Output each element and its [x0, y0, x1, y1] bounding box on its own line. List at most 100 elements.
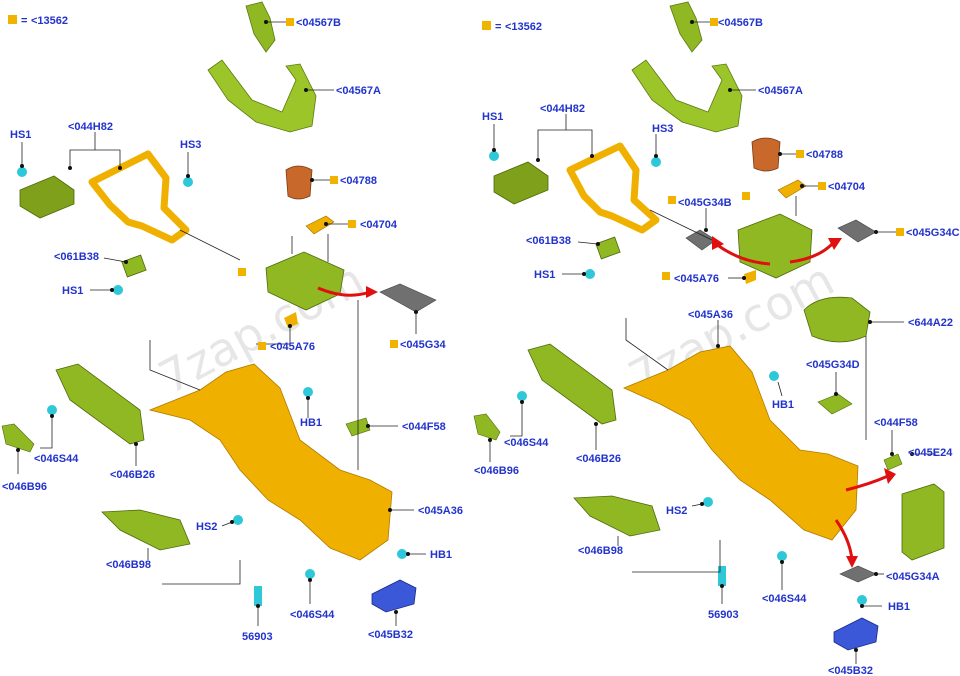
module-061b38-part[interactable] — [595, 236, 621, 260]
label-061b38: <061B38 — [54, 251, 99, 263]
label-046b96: <046B96 — [474, 465, 519, 477]
label-061b38: <061B38 — [526, 235, 571, 247]
red-arrowhead-right-icon — [828, 238, 842, 250]
bracket-04704-part[interactable] — [777, 179, 807, 199]
clip-hs3-icon[interactable] — [651, 157, 661, 167]
bracket-04704-part[interactable] — [305, 215, 335, 235]
clip-hs2-icon[interactable] — [703, 497, 713, 507]
bezel-044h82-part[interactable] — [566, 142, 660, 234]
label-56903: 56903 — [708, 609, 739, 621]
clip-046s44-bottom-icon[interactable] — [305, 569, 315, 579]
trim-04567b-part[interactable] — [669, 1, 703, 53]
bezel-044h82-part[interactable] — [88, 150, 190, 244]
label-046s44-bottom: <046S44 — [762, 593, 807, 605]
cupholder-04788-part[interactable] — [751, 137, 781, 172]
bracket-045b32-part[interactable] — [371, 579, 417, 613]
label-045e24: <045E24 — [908, 447, 953, 459]
clip-hb1-mid-icon[interactable] — [303, 387, 313, 397]
legend-equals: = — [495, 21, 501, 33]
clip-046s44-bottom-icon[interactable] — [777, 551, 787, 561]
left-panel: = <13562 — [1, 1, 463, 643]
panel-046b96-part[interactable] — [473, 413, 501, 441]
label-04567a: <04567A — [336, 85, 381, 97]
left-leader-dots — [16, 20, 418, 614]
cupholder-04788-part[interactable] — [285, 165, 313, 200]
legend-code: <13562 — [31, 15, 68, 27]
legend-square-icon — [482, 21, 491, 30]
red-arrowhead-g34a-icon — [846, 556, 858, 568]
trim-04567a-part[interactable] — [631, 59, 743, 133]
label-56903: 56903 — [242, 631, 273, 643]
clip-hs2-icon[interactable] — [233, 515, 243, 525]
part-044f58-part[interactable] — [883, 453, 903, 471]
red-arrow-g34a-icon — [834, 519, 854, 561]
left-square-markers — [238, 18, 398, 350]
label-04567a: <04567A — [758, 85, 803, 97]
right-leader-dots — [488, 20, 914, 652]
label-045b32: <045B32 — [368, 629, 413, 641]
clip-046s44-left-icon[interactable] — [47, 405, 57, 415]
label-hs1-low: HS1 — [534, 269, 555, 281]
console-045a36-part[interactable] — [148, 363, 393, 561]
label-hs2: HS2 — [666, 505, 687, 517]
label-045a76: <045A76 — [270, 341, 315, 353]
screw-56903-icon[interactable] — [254, 586, 262, 606]
panel-045e24-part[interactable] — [901, 483, 945, 561]
label-hs1-top: HS1 — [10, 129, 31, 141]
mat-045g34a-part[interactable] — [839, 565, 877, 583]
part-045g34d-part[interactable] — [817, 393, 853, 415]
part-045a76-part[interactable] — [284, 312, 298, 328]
mat-045g34-part[interactable] — [379, 283, 437, 313]
console-045a36-part[interactable] — [622, 345, 859, 541]
red-arrowhead-icon — [366, 286, 378, 298]
clip-hs1-low-icon[interactable] — [113, 285, 123, 295]
label-045g34c: <045G34C — [906, 227, 960, 239]
clip-hs1-low-icon[interactable] — [585, 269, 595, 279]
clip-hb1-low-icon[interactable] — [857, 595, 867, 605]
panel-046b26-part[interactable] — [527, 343, 617, 425]
trim-04567a-part[interactable] — [207, 59, 317, 133]
label-045g34b: <045G34B — [678, 197, 732, 209]
red-arrow-left-icon — [715, 242, 771, 266]
red-arrowhead-e24-icon — [884, 468, 896, 484]
label-045g34d: <045G34D — [806, 359, 860, 371]
part-045a76-part[interactable] — [744, 270, 756, 284]
label-hb1-mid: HB1 — [300, 417, 322, 429]
control-module-part[interactable] — [493, 161, 549, 205]
module-061b38-part[interactable] — [121, 254, 147, 278]
trim-04567b-part[interactable] — [245, 1, 276, 53]
label-046b26: <046B26 — [110, 469, 155, 481]
label-04704: <04704 — [828, 181, 866, 193]
label-045g34a: <045G34A — [886, 571, 940, 583]
label-04788: <04788 — [340, 175, 377, 187]
label-hs1-top: HS1 — [482, 111, 503, 123]
armrest-644a22-part[interactable] — [803, 296, 871, 343]
label-04704: <04704 — [360, 219, 398, 231]
label-045g34: <045G34 — [400, 339, 446, 351]
label-hb1-mid: HB1 — [772, 399, 794, 411]
label-044h82: <044H82 — [540, 103, 585, 115]
panel-046b96-part[interactable] — [1, 423, 35, 453]
panel-046b98-part[interactable] — [101, 509, 191, 551]
clip-hs1-top-icon[interactable] — [489, 151, 499, 161]
legend-equals: = — [21, 15, 27, 27]
legend-square-icon — [8, 15, 17, 24]
clip-hs1-top-icon[interactable] — [17, 167, 27, 177]
right-square-markers — [662, 18, 904, 280]
clip-046s44-left-icon[interactable] — [517, 391, 527, 401]
panel-046b26-part[interactable] — [55, 363, 145, 445]
label-644a22: <644A22 — [908, 317, 953, 329]
label-hs3: HS3 — [652, 123, 673, 135]
clip-hb1-low-icon[interactable] — [397, 549, 407, 559]
bracket-045b32-part[interactable] — [833, 617, 879, 651]
clip-hs3-icon[interactable] — [183, 177, 193, 187]
label-044f58: <044F58 — [402, 421, 446, 433]
panel-046b98-part[interactable] — [573, 495, 661, 537]
clip-hb1-mid-icon[interactable] — [769, 371, 779, 381]
legend-code: <13562 — [505, 21, 542, 33]
mat-045g34c-part[interactable] — [837, 219, 877, 243]
screw-56903-icon[interactable] — [718, 566, 726, 586]
control-module-part[interactable] — [19, 175, 75, 219]
red-arrowhead-left-icon — [712, 236, 724, 250]
label-hb1-low: HB1 — [430, 549, 452, 561]
